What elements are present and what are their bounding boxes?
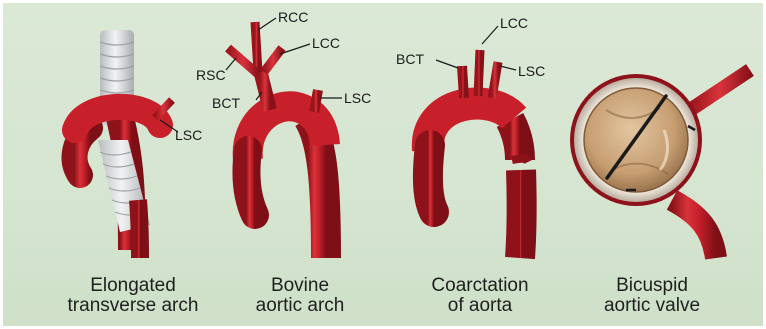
caption-line: aortic valve bbox=[567, 296, 737, 316]
caption-line: transverse arch bbox=[48, 296, 218, 316]
label-rcc: RCC bbox=[278, 9, 308, 25]
label-bct-1: BCT bbox=[212, 95, 240, 111]
label-lsc-1: LSC bbox=[175, 127, 202, 143]
bovine-arch-drawing bbox=[228, 22, 326, 258]
caption-bicuspid-valve: Bicuspid aortic valve bbox=[567, 276, 737, 316]
caption-bovine-arch: Bovine aortic arch bbox=[215, 276, 385, 316]
caption-line: Elongated bbox=[48, 276, 218, 296]
caption-line: of aorta bbox=[395, 296, 565, 316]
caption-line: Bovine bbox=[215, 276, 385, 296]
label-rsc: RSC bbox=[196, 67, 226, 83]
caption-line: aortic arch bbox=[215, 296, 385, 316]
label-bct-2: BCT bbox=[396, 51, 424, 67]
elongated-arch-drawing bbox=[75, 30, 172, 258]
label-lcc-1: LCC bbox=[312, 35, 340, 51]
bicuspid-valve-drawing bbox=[570, 70, 750, 258]
label-lsc-3: LSC bbox=[518, 63, 545, 79]
label-lcc-2: LCC bbox=[500, 15, 528, 31]
caption-elongated-arch: Elongated transverse arch bbox=[48, 276, 218, 316]
caption-coarctation: Coarctation of aorta bbox=[395, 276, 565, 316]
coarctation-drawing bbox=[428, 50, 528, 258]
label-lsc-2: LSC bbox=[344, 90, 371, 106]
caption-line: Bicuspid bbox=[567, 276, 737, 296]
caption-line: Coarctation bbox=[395, 276, 565, 296]
